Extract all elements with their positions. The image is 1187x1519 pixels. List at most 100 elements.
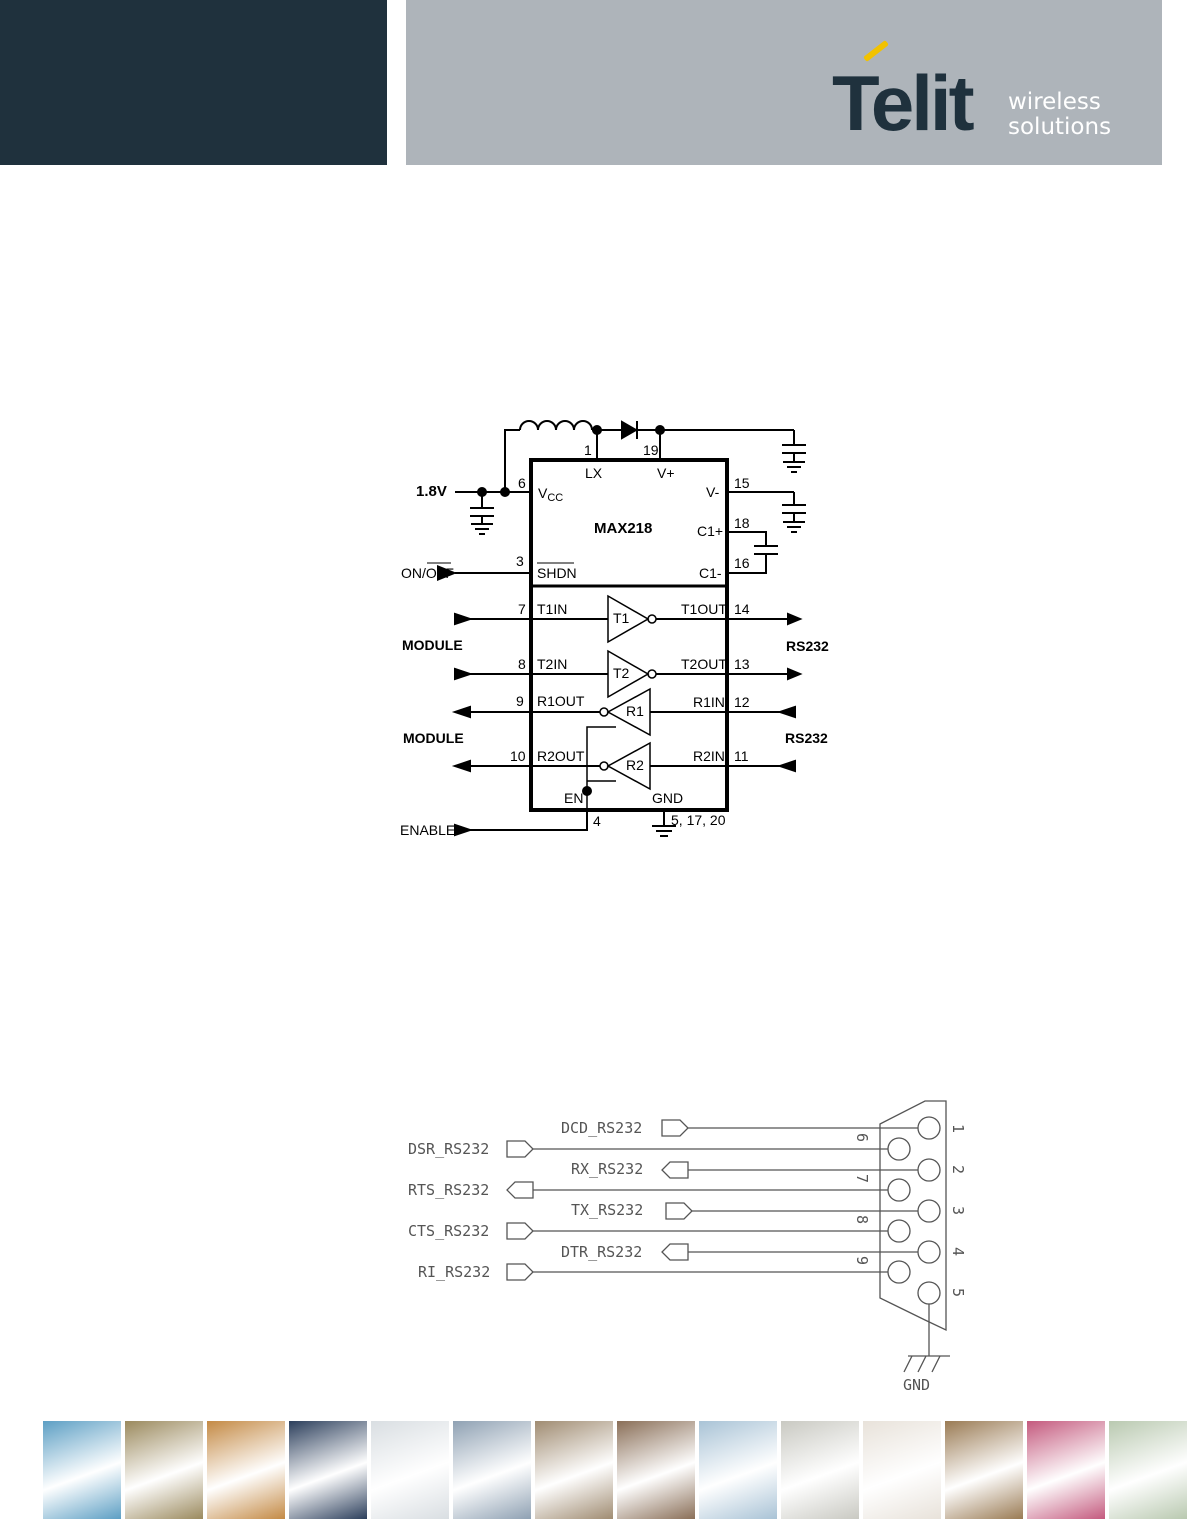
t1out-arrow (787, 612, 803, 626)
pin-t1out-num: 14 (734, 601, 750, 617)
label-dcd: DCD_RS232 (561, 1119, 642, 1137)
pin-t2in: T2IN (537, 656, 567, 672)
pin-t1in: T1IN (537, 601, 567, 617)
footer-photo-tile (945, 1421, 1023, 1519)
pin-num-7: 7 (853, 1174, 871, 1183)
pin-r1in: R1IN (693, 694, 725, 710)
vcc-junction-2 (500, 487, 510, 497)
enable-wire (455, 810, 588, 831)
inductor-lead (504, 429, 520, 492)
pin-lx: LX (585, 465, 603, 481)
buffer-r1-label: R1 (626, 703, 644, 719)
enable-bus (586, 726, 616, 810)
pin-shdn: SHDN (537, 565, 577, 581)
footer-photo-tile (699, 1421, 777, 1519)
db9-pin-7 (887, 1178, 911, 1202)
label-dtr: DTR_RS232 (561, 1243, 642, 1261)
pin-num-6: 6 (853, 1133, 871, 1142)
pin-vcc-sub: CC (547, 492, 563, 504)
db9-shell (879, 1100, 947, 1332)
pin-r1in-num: 12 (734, 694, 750, 710)
pin-num-1: 1 (949, 1124, 967, 1133)
r2in-arrow (776, 759, 796, 773)
pin-en-num: 4 (593, 813, 601, 829)
db9-pin-6 (887, 1137, 911, 1161)
pin-vplus: V+ (657, 465, 675, 481)
db9-pin-9 (887, 1260, 911, 1284)
pin-en: EN (564, 790, 583, 806)
label-ri: RI_RS232 (418, 1263, 490, 1281)
footer-photo-tile (125, 1421, 203, 1519)
chip-name: MAX218 (594, 520, 652, 537)
max218-chip-body (529, 458, 729, 812)
pin-r1out: R1OUT (537, 693, 585, 709)
db9-pin-8 (887, 1219, 911, 1243)
db9-pin-4 (917, 1240, 941, 1264)
db9-pin-3 (917, 1199, 941, 1223)
pin-num-9: 9 (853, 1256, 871, 1265)
footer-photo-tile (289, 1421, 367, 1519)
db9-pin-5 (917, 1281, 941, 1305)
db9-labels: DCD_RS232 DSR_RS232 RX_RS232 RTS_RS232 T… (408, 1119, 967, 1394)
rs232-label-rx: RS232 (785, 730, 828, 746)
r1in-arrow (776, 705, 796, 719)
pin-vminus: V- (706, 484, 720, 500)
pin-vcc-num: 6 (518, 475, 526, 491)
footer-photo-tile (781, 1421, 859, 1519)
label-rx: RX_RS232 (571, 1160, 643, 1178)
buffer-t1-label: T1 (613, 610, 630, 626)
port-tx (665, 1202, 693, 1220)
pin-shdn-num: 3 (516, 553, 524, 569)
pin-vminus-num: 15 (734, 475, 750, 491)
enable-arrow (454, 823, 474, 837)
t2out-arrow (787, 667, 803, 681)
label-cts: CTS_RS232 (408, 1222, 489, 1240)
lx-junction (592, 425, 602, 435)
pin-gnd-num: 5, 17, 20 (671, 812, 726, 828)
r2out-arrow (451, 759, 471, 773)
ground-hatch-1 (903, 1355, 913, 1373)
inductor (519, 420, 593, 431)
db9-pin-2 (917, 1158, 941, 1182)
en-junction (582, 786, 592, 796)
pin-vcc-main: V (538, 485, 548, 501)
t2in-arrow (454, 667, 474, 681)
label-gnd: GND (903, 1376, 930, 1394)
footer-photo-tile (535, 1421, 613, 1519)
footer-photo-tile (371, 1421, 449, 1519)
c1p-wire (727, 531, 767, 546)
label-dsr: DSR_RS232 (408, 1140, 489, 1158)
port-dcd (661, 1119, 689, 1137)
logo-tagline-line1: wireless (1008, 89, 1101, 115)
port-dtr (661, 1243, 689, 1261)
t1in-arrow (454, 612, 474, 626)
logo-tagline-line2: solutions (1008, 114, 1112, 140)
vplus-junction (655, 425, 665, 435)
footer-photo-tile (863, 1421, 941, 1519)
pin-c1p-num: 18 (734, 515, 750, 531)
port-cts (506, 1222, 534, 1240)
ground-hatch-3 (931, 1355, 941, 1373)
r1out-arrow (451, 705, 471, 719)
pin-c1p: C1+ (697, 523, 723, 539)
pin-r2in: R2IN (693, 748, 725, 764)
pin-num-2: 2 (949, 1165, 967, 1174)
pin-t2out-num: 13 (734, 656, 750, 672)
pin-num-3: 3 (949, 1206, 967, 1215)
footer-photo-tile (207, 1421, 285, 1519)
footer-photo-tile (43, 1421, 121, 1519)
pin-t2out: T2OUT (681, 656, 727, 672)
port-rts (506, 1181, 534, 1199)
header-dark-band (0, 0, 387, 165)
footer-photo-tile (1027, 1421, 1105, 1519)
pin-vplus-num: 19 (643, 442, 659, 458)
pin-num-4: 4 (949, 1247, 967, 1256)
pin-c1m: C1- (699, 565, 722, 581)
on-off-label: ON/OFF (401, 565, 454, 581)
buffer-r2-label: R2 (626, 757, 644, 773)
t2-buffer (607, 649, 650, 699)
module-label-rx: MODULE (403, 730, 464, 746)
footer-photo-tile (1109, 1421, 1187, 1519)
telit-logo: Telit (832, 59, 975, 147)
